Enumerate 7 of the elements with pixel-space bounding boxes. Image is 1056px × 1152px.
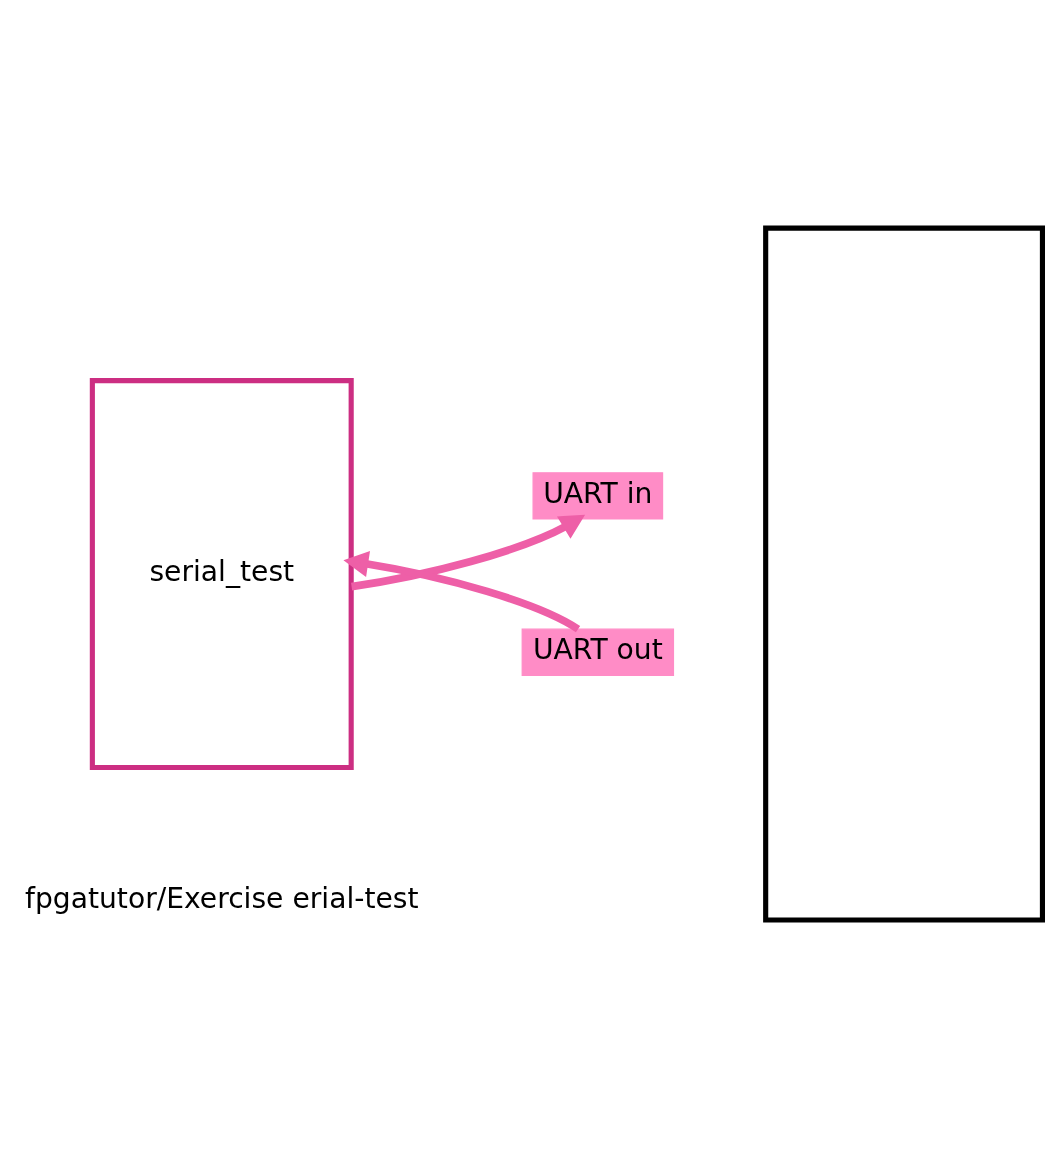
arrow [351, 514, 586, 591]
label: fpgatutor/Exercise erial-test [25, 881, 419, 915]
node-box: serial_test [89, 378, 354, 771]
node-box: UART out [521, 628, 675, 676]
arrow [343, 551, 580, 633]
node-box [763, 225, 1045, 923]
node-box: UART in [532, 472, 664, 520]
